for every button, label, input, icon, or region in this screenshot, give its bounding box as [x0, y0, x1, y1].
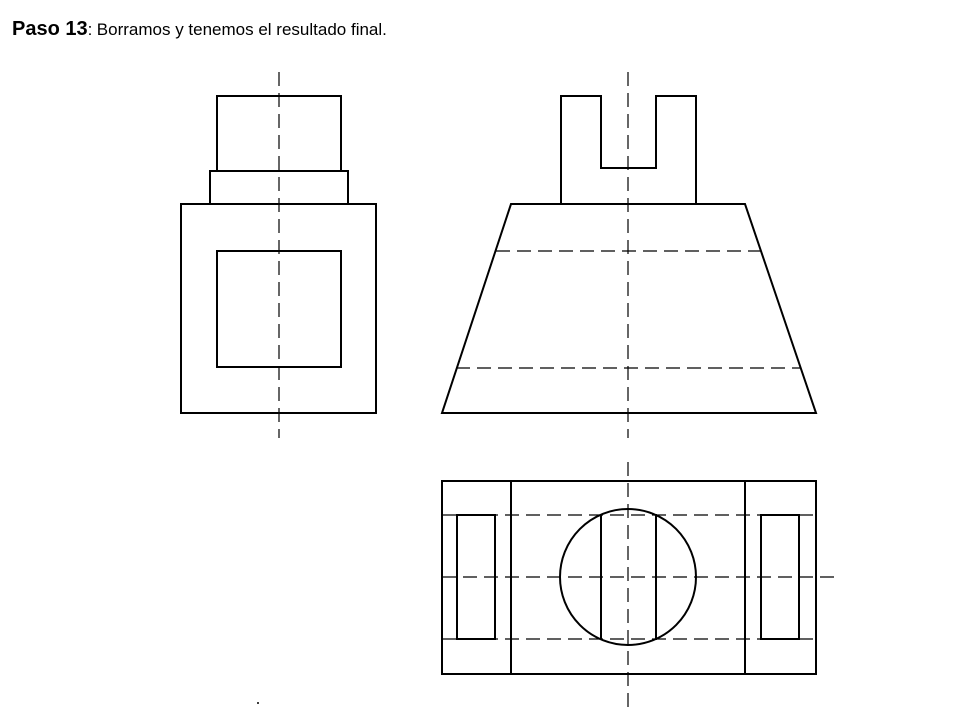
page-title: Paso 13: Borramos y tenemos el resultado…: [12, 18, 387, 41]
step-description: Borramos y tenemos el resultado final.: [96, 20, 387, 39]
stray-dot: [257, 702, 259, 704]
title-separator: :: [87, 20, 93, 39]
side-view: [180, 72, 377, 438]
top-view: [441, 462, 838, 712]
step-label: Paso 13: [12, 18, 88, 40]
front-view: [440, 72, 818, 438]
front-view-trapezoid: [440, 203, 818, 414]
